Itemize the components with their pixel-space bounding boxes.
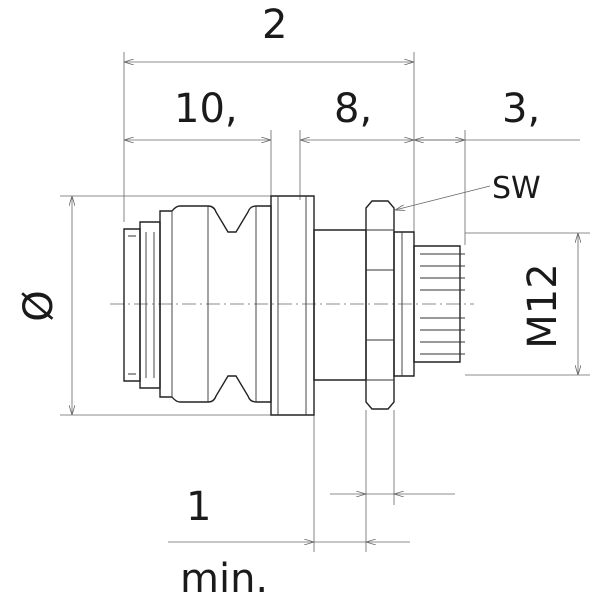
rear-pins [413, 245, 465, 363]
minimum-label: min. [180, 556, 268, 600]
thread-label: M12 [520, 263, 566, 348]
wrench-size-label: SW [492, 171, 541, 206]
panel-thickness-label: 1 [186, 484, 211, 530]
right-length-label: 3, [502, 86, 540, 132]
diameter-label: Ø [16, 290, 62, 321]
dimension-lines [72, 62, 580, 542]
middle-length-label: 8, [334, 86, 372, 132]
extension-lines [60, 52, 590, 552]
left-length-label: 10, [174, 86, 238, 132]
connector-body [123, 195, 465, 416]
overall-length-label: 2 [262, 2, 287, 48]
